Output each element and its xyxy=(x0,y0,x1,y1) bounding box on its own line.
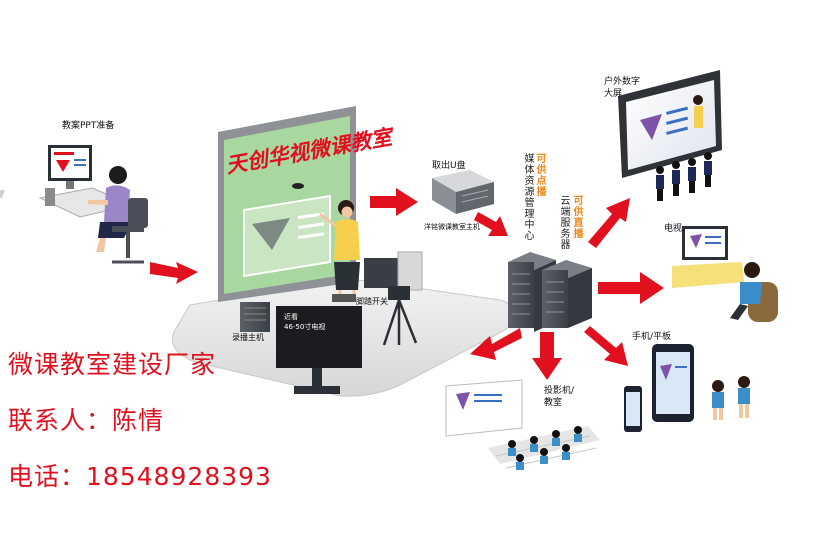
arrow-server-to-outdoor xyxy=(588,198,630,248)
live-label: 可供直播 xyxy=(573,196,584,240)
arrow-board-to-usb xyxy=(370,188,418,216)
arrow-server-to-classroom xyxy=(470,328,522,360)
overlay-line-3: 电话：18548928393 xyxy=(8,462,272,491)
tv-near-label: 近看 xyxy=(284,313,298,321)
overlay-line-2: 联系人：陈情 xyxy=(8,406,165,435)
vod-label: 可供点播 xyxy=(536,154,547,198)
arrow-usb-to-server xyxy=(474,212,508,236)
device-caption-label: 洋铭微课教室主机 xyxy=(424,223,480,231)
overlay-line-1: 微课教室建设厂家 xyxy=(8,350,217,379)
media-center-label: 媒体资源管理中心 xyxy=(524,154,535,242)
teacher-presenter xyxy=(319,200,360,302)
outdoor-audience xyxy=(656,152,712,201)
projector-label-1: 投影机/ xyxy=(544,386,575,396)
arrow-server-to-tv xyxy=(598,272,664,304)
arrow-server-to-projector xyxy=(532,332,562,380)
tv-label: 电视 xyxy=(664,224,683,234)
cloud-server-label: 云端服务器 xyxy=(560,196,571,251)
usb-take-label: 取出U盘 xyxy=(432,161,466,171)
home-tv xyxy=(672,226,744,288)
recording-host-device xyxy=(240,302,270,332)
outdoor-digital-screen xyxy=(618,70,722,178)
foot-switch-label: 脚踏开关 xyxy=(356,297,388,306)
projector-classroom xyxy=(445,379,600,470)
flow-arrows xyxy=(150,188,664,380)
tv-size-label: 46-50寸电视 xyxy=(284,323,326,331)
phone-tablet xyxy=(624,344,694,432)
tv-viewer xyxy=(730,262,778,322)
classroom-host-device xyxy=(432,170,494,214)
recording-host-label: 录播主机 xyxy=(232,333,264,342)
ppt-prep-workstation xyxy=(0,145,148,264)
near-tv xyxy=(276,306,362,394)
outdoor-screen-label-1: 户外数字 xyxy=(604,77,641,87)
outdoor-screen-label-2: 大屏 xyxy=(604,89,623,99)
camera-tripod xyxy=(332,251,423,346)
teaching-board xyxy=(218,106,356,302)
arrow-prep-to-board xyxy=(150,262,198,284)
children xyxy=(712,376,750,420)
ppt-prep-label: 教案PPT准备 xyxy=(62,121,115,131)
projector-label-2: 教室 xyxy=(544,398,563,408)
mobile-tablet-label: 手机/平板 xyxy=(632,332,672,342)
cloud-server-rack xyxy=(542,260,592,328)
arrow-server-to-phone xyxy=(584,326,628,366)
